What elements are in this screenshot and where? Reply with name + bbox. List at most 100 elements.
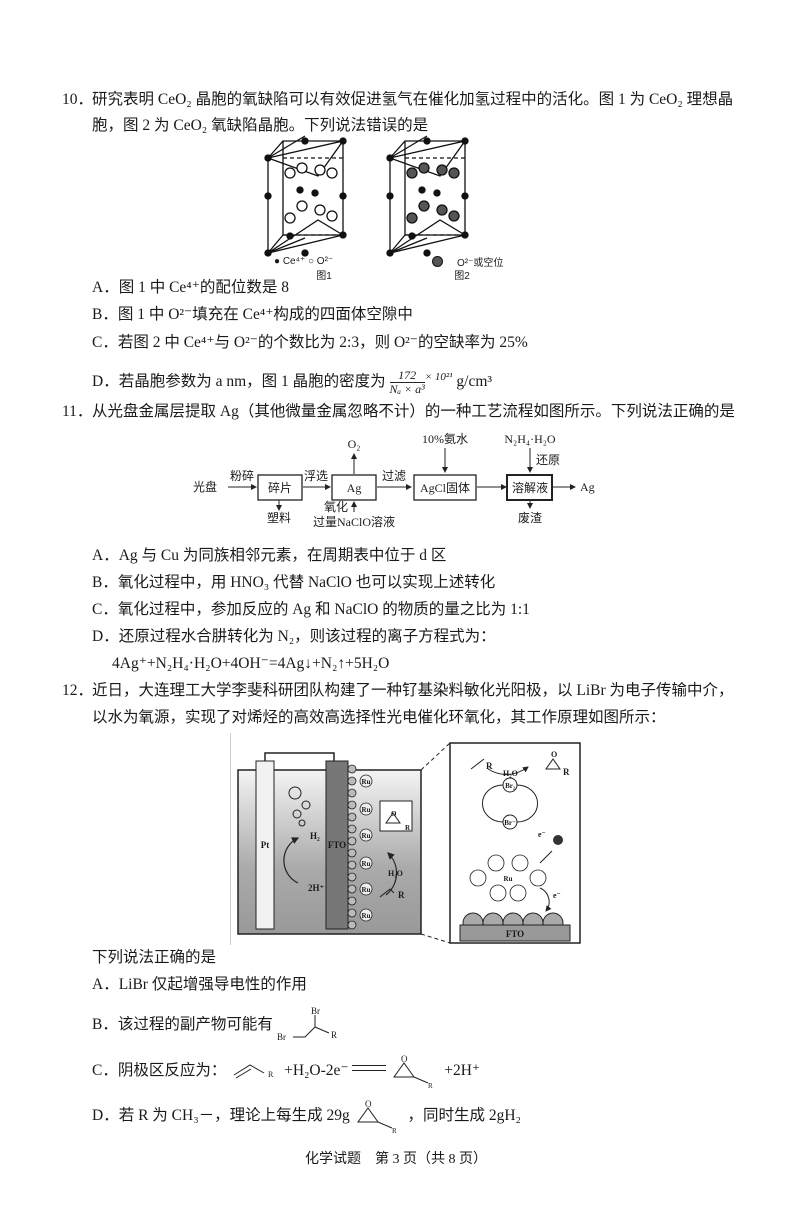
alkene-r-label-inset: R — [486, 761, 493, 771]
q12-option-d[interactable]: D．若 R 为 CH₃－，理论上每生成 29g O R ，同时生成 2gH₂ — [92, 1098, 521, 1135]
fto-electrode-label: FTO — [328, 840, 346, 850]
question-number: 11． — [62, 403, 93, 420]
q10-option-a[interactable]: A．图 1 中 Ce⁴⁺的配位数是 8 — [92, 279, 289, 296]
alkene-structure: R — [233, 1064, 274, 1079]
r-label: R — [392, 1127, 397, 1134]
q10-stem: 研究表明 CeO₂ 晶胞的氧缺陷可以有效促进氢气在催化加氢过程中的活化。图 1 … — [92, 91, 734, 108]
flow-step3-label: 过滤 — [382, 469, 406, 483]
ru-label: Ru — [362, 912, 371, 920]
h2o-label-inset: H₂O — [503, 769, 518, 778]
alkene-r-label: R — [398, 890, 405, 900]
legend-2: O²⁻或空位 — [432, 256, 503, 270]
figure-caption-1: 图1 — [316, 271, 332, 282]
flow-start: 光盘 — [193, 479, 217, 494]
q11-option-a[interactable]: A．Ag 与 Cu 为同族相邻元素，在周期表中位于 d 区 — [92, 547, 447, 564]
q11-option-c[interactable]: C．氧化过程中，参加反应的 Ag 和 NaClO 的物质的量之比为 1:1 — [92, 601, 530, 618]
option-c-text: C．阴极区反应为： — [92, 1062, 227, 1079]
flow-product: Ag — [580, 480, 595, 494]
q11-stem: 从光盘金属层提取 Ag（其他微量金属忽略不计）的一种工艺流程如图所示。下列说法正… — [92, 403, 735, 420]
exponent: × 10²¹ — [424, 371, 453, 383]
epoxide-o-inset: O — [551, 750, 557, 759]
page-footer: 化学试题 第 3 页（共 8 页） — [305, 1152, 487, 1167]
question-number: 12． — [62, 682, 94, 699]
ru-label: Ru — [362, 886, 371, 894]
figure-caption-2: 图2 — [454, 271, 470, 282]
process-flow-diagram: 光盘 粉碎 碎片 塑料 浮选 Ag O₂ 氧化 过量NaClO溶液 过滤 AgC… — [193, 432, 595, 529]
legend-vacancy: O²⁻或空位 — [457, 258, 504, 269]
q11-option-d-equation: 4Ag⁺+N₂H₄·H₂O+4OH⁻=4Ag↓+N₂↑+5H₂O — [112, 655, 390, 672]
option-d-text: D．若晶胞参数为 a nm，图 1 晶胞的密度为 — [92, 373, 386, 390]
legend-ce: Ce⁴⁺ — [282, 256, 306, 267]
option-c-end: +2H⁺ — [444, 1062, 481, 1079]
r-label: R — [331, 1030, 337, 1040]
ru-label: Ru — [362, 778, 371, 786]
r-label: R — [428, 1082, 433, 1089]
epoxide-r-inset: R — [563, 767, 570, 777]
flow-step1-label: 粉碎 — [230, 468, 254, 483]
q12-line2: 以水为氧源，实现了对烯烃的高效高选择性光电催化环氧化，其工作原理如图所示： — [92, 709, 666, 726]
flow-box2: Ag — [347, 481, 362, 495]
electron-label: e⁻ — [538, 830, 546, 839]
flow-waste: 废渣 — [518, 510, 542, 525]
photoelectrochemical-cell-figure: Pt H₂ 2H⁺ FTO Ru Ru Ru Ru Ru Ru Ru Br₂ B… — [230, 733, 581, 945]
ru-complex-label: Ru — [504, 875, 513, 883]
br-minus-label: Br⁻ — [504, 819, 516, 827]
q10-option-b[interactable]: B．图 1 中 O²⁻填充在 Ce⁴⁺构成的四面体空隙中 — [92, 306, 413, 323]
option-c-equation: +H₂O-2e⁻ — [284, 1062, 349, 1079]
q12-prompt: 下列说法正确的是 — [92, 949, 217, 966]
flow-step2-label: 浮选 — [304, 469, 328, 483]
epoxide-structure: O R — [393, 1054, 433, 1090]
o-label: O — [365, 1099, 372, 1109]
q10-option-c[interactable]: C．若图 2 中 Ce⁴⁺与 O²⁻的个数比为 2:3，则 O²⁻的空缺率为 2… — [92, 334, 528, 351]
option-d-text: D．若 R 为 CH₃－，理论上每生成 29g — [92, 1107, 350, 1124]
option-b-text: B．该过程的副产物可能有 — [92, 1016, 273, 1033]
legend-1: ● Ce⁴⁺ ○ O²⁻ — [274, 256, 334, 267]
q11-line1: 11．从光盘金属层提取 Ag（其他微量金属忽略不计）的一种工艺流程如图所示。下列… — [62, 402, 735, 422]
ru-label: Ru — [362, 806, 371, 814]
flow-reduce-label: 还原 — [536, 453, 560, 467]
cell-figure-1 — [264, 135, 347, 257]
fraction-denominator: Nₐ × a³ — [389, 381, 425, 396]
q12-option-b[interactable]: B．该过程的副产物可能有 Br Br R — [92, 1006, 347, 1043]
epoxide-o-label: O — [391, 810, 397, 818]
fto-substrate-label: FTO — [506, 929, 524, 939]
option-d-end: ，同时生成 2gH₂ — [407, 1107, 521, 1124]
epoxide-r-label: R — [405, 824, 411, 832]
q12-stem: 近日，大连理工大学李斐科研团队构建了一种钌基染料敏化光阳极，以 LiBr 为电子… — [92, 682, 734, 699]
q12-option-a[interactable]: A．LiBr 仅起增强导电性的作用 — [92, 976, 307, 993]
flow-gas: O₂ — [348, 437, 361, 451]
h2o-label: H₂O — [388, 869, 403, 878]
flow-out1: 塑料 — [267, 510, 291, 525]
cell-figure-2 — [386, 135, 469, 257]
q10-line1: 10．研究表明 CeO₂ 晶胞的氧缺陷可以有效促进氢气在催化加氢过程中的活化。图… — [62, 90, 733, 110]
pt-electrode-label: Pt — [261, 840, 270, 850]
legend-o: O²⁻ — [316, 256, 334, 267]
flow-oxid-reagent: 过量NaClO溶液 — [313, 514, 395, 529]
q10-line2: 胞，图 2 为 CeO₂ 氧缺陷晶胞。下列说法错误的是 — [92, 117, 429, 134]
flow-box1: 碎片 — [268, 480, 292, 495]
q11-option-b[interactable]: B．氧化过程中，用 HNO₃ 代替 NaClO 也可以实现上述转化 — [92, 574, 496, 591]
flow-reagent4: N₂H₄·H₂O — [504, 432, 556, 446]
q12-option-c[interactable]: C．阴极区反应为： R +H₂O-2e⁻ O R +2H⁺ — [92, 1053, 481, 1090]
h2-label: H₂ — [310, 831, 320, 841]
br-label: Br — [277, 1032, 286, 1042]
question-number: 10． — [62, 91, 94, 108]
q12-line1: 12．近日，大连理工大学李斐科研团队构建了一种钌基染料敏化光阳极，以 LiBr … — [62, 681, 734, 701]
flow-ammonia: 10%氨水 — [422, 432, 468, 446]
flow-box4: 溶解液 — [512, 480, 548, 495]
epoxide-structure: O R — [356, 1099, 397, 1135]
br2-label: Br₂ — [505, 782, 515, 790]
ru-label: Ru — [362, 832, 371, 840]
fraction-numerator: 172 — [389, 368, 425, 383]
crystal-cell-figure — [264, 135, 469, 257]
br-label: Br — [311, 1007, 320, 1016]
q11-option-d[interactable]: D．还原过程水合肼转化为 N₂，则该过程的离子方程式为： — [92, 628, 496, 645]
flow-box3: AgCl固体 — [420, 481, 470, 495]
dibromo-structure: Br Br R — [277, 1006, 337, 1042]
h-plus-label: 2H⁺ — [308, 883, 325, 893]
flow-oxid-label: 氧化 — [324, 500, 348, 514]
r-label: R — [268, 1070, 274, 1079]
o-label: O — [401, 1054, 408, 1064]
